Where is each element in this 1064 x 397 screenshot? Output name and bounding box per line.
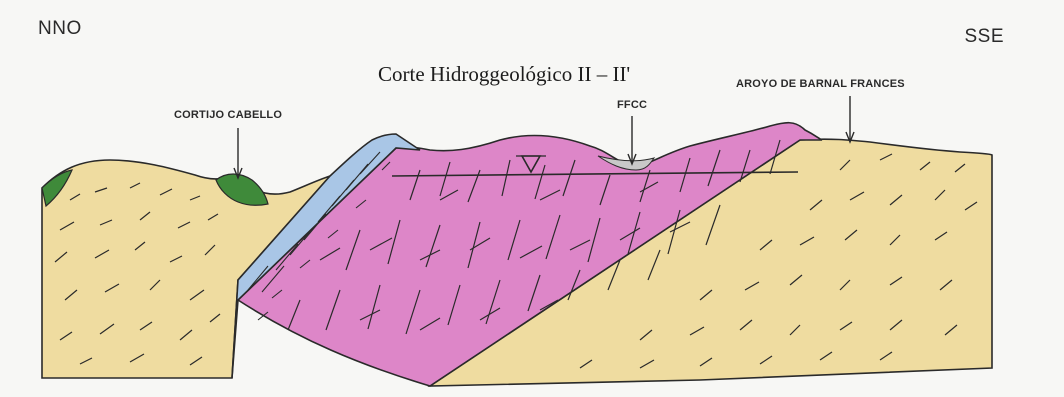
cross-section-drawing: [0, 0, 1064, 397]
